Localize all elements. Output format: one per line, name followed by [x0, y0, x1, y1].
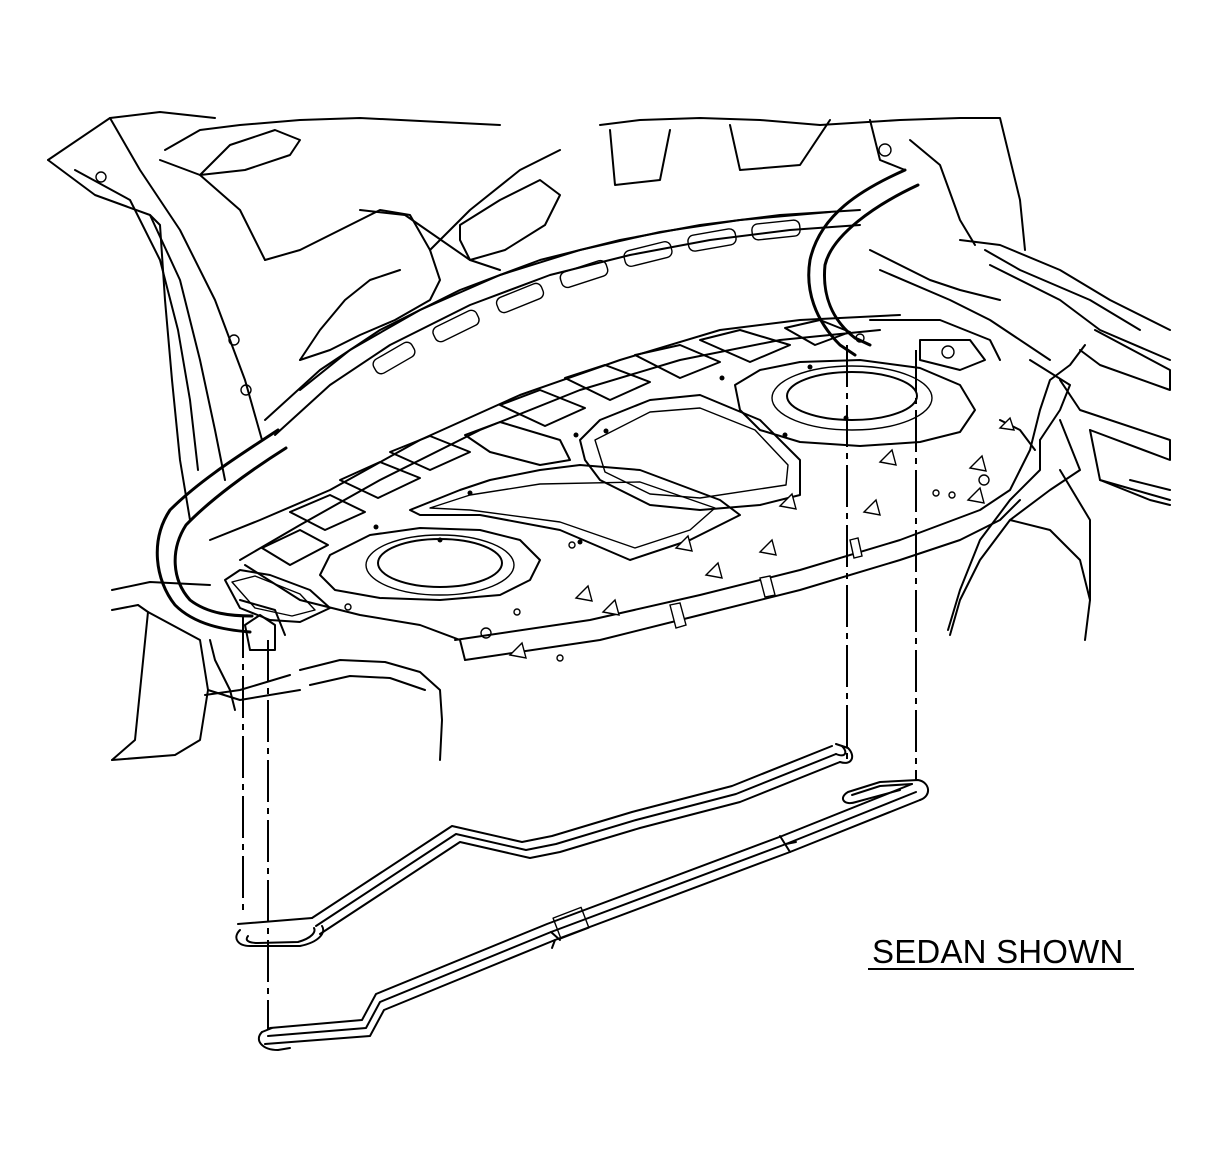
tray-openings: [261, 319, 851, 566]
left-torsion-bar-mount: [155, 428, 331, 651]
left-speaker-well: [319, 527, 541, 601]
trunk-lid-panel: [209, 314, 1086, 662]
rear-window-frame: [164, 117, 906, 361]
center-recess: [409, 394, 801, 561]
rail-slots: [372, 219, 801, 375]
upper-rail: [264, 209, 861, 436]
left-wheelhouse: [204, 639, 443, 761]
right-speaker-well: [734, 359, 976, 447]
right-torsion-bar-mount: [807, 168, 1051, 371]
torsion-rod-upper: [235, 743, 854, 947]
left-quarter-panel: [47, 111, 301, 761]
fastener-holes: [344, 364, 990, 662]
caption-underline: [868, 968, 1134, 970]
figure-caption: SEDAN SHOWN: [872, 933, 1124, 970]
right-quarter-panel: [819, 117, 1171, 641]
torsion-rod-lower: [257, 779, 929, 1051]
flange-tabs: [508, 416, 1016, 659]
alignment-lines: [242, 345, 917, 1030]
